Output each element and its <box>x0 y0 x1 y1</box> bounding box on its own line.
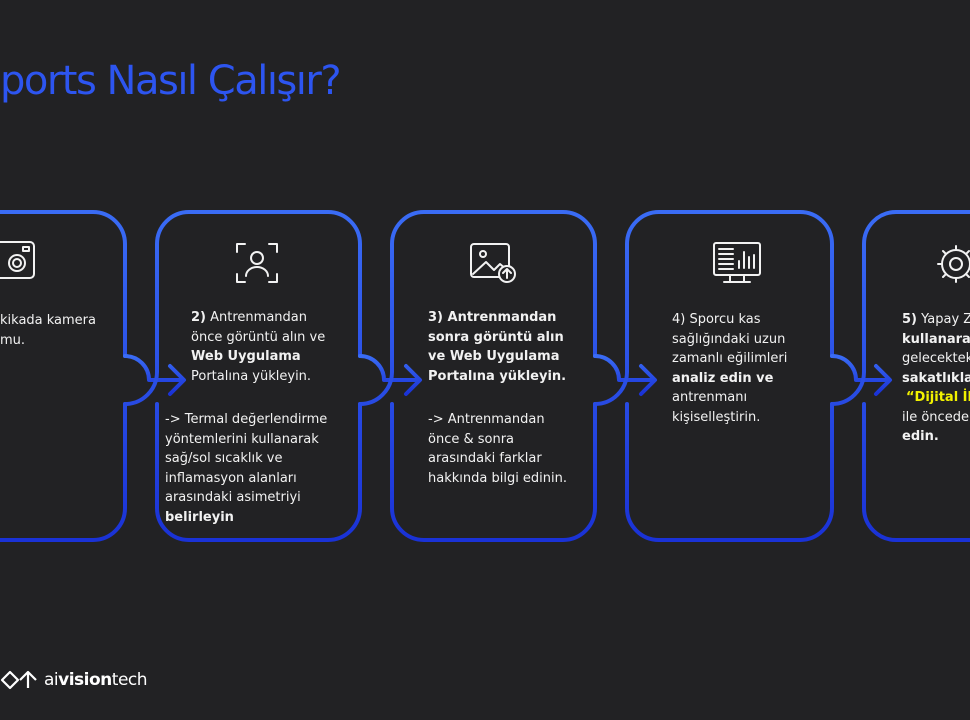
card-5-line-4: sakatlıkları <box>902 370 970 386</box>
person-scan-icon <box>236 243 278 283</box>
arrow-4 <box>830 354 892 396</box>
card-5-text: 5) Yapay Ze kullanarak gelecekteki sakat… <box>902 310 970 447</box>
card-5-line-3: gelecekteki <box>902 351 970 366</box>
card-3-line-2: sonra görüntü alın <box>428 329 564 345</box>
logo-name: vision <box>58 670 112 690</box>
card-3-border <box>358 210 597 542</box>
arrow-1 <box>123 354 186 396</box>
card-5-line-1: Yapay Ze <box>921 312 970 327</box>
card-5-number: 5) <box>902 312 917 327</box>
card-3-text: 3) Antrenmandan sonra görüntü alın ve We… <box>428 308 566 386</box>
arrow-3 <box>593 354 657 396</box>
slide-title: ports Nasıl Çalışır? <box>0 58 342 104</box>
card-2-number: 2) <box>191 310 206 325</box>
card-2-detail-4: inflamasyon alanları <box>165 470 297 486</box>
arrow-2 <box>358 354 422 396</box>
card-2-line-3: Web Uygulama <box>191 349 301 364</box>
card-3-line-3: ve Web Uygulama <box>428 349 560 364</box>
card-2-detail: -> Termal değerlendirme yöntemlerini kul… <box>165 410 327 527</box>
card-5-line-5: “Dijital İk <box>906 390 970 405</box>
card-2-detail-3: sağ/sol sıcaklık ve <box>165 451 283 466</box>
logo-text: aivisiontech <box>44 670 148 690</box>
card-2-detail-1: -> Termal değerlendirme <box>165 412 328 427</box>
card-4-line-3: zamanlı eğilimleri <box>672 351 788 366</box>
card-5-line-2: kullanarak <box>902 331 970 347</box>
card-4-line-4: analiz edin ve <box>672 370 774 386</box>
card-2-line-1: Antrenmandan <box>210 310 307 325</box>
card-3-line-4: Portalına yükleyin. <box>428 368 567 384</box>
card-2-detail-2: yöntemlerini kullanarak <box>165 431 319 447</box>
monitor-chart-icon <box>713 242 761 283</box>
card-3-detail-4: hakkında bilgi edinin. <box>428 470 568 486</box>
card-3-line-1: 3) Antrenmandan <box>428 310 557 325</box>
image-upload-icon <box>470 243 516 283</box>
card-4-line-2: sağlığındaki uzun <box>672 331 786 347</box>
logo-icon <box>0 670 37 690</box>
card-5-border <box>830 210 970 542</box>
card-1-line-1: kikada kamera <box>0 313 96 328</box>
card-4-text: 4) Sporcu kas sağlığındaki uzun zamanlı … <box>672 310 787 427</box>
camera-icon <box>0 241 35 279</box>
card-2-line-4: Portalına yükleyin. <box>191 368 312 384</box>
card-1-border <box>0 210 127 542</box>
card-2-detail-5: arasındaki asimetriyi <box>165 490 301 505</box>
logo-prefix: ai <box>44 670 59 690</box>
logo-suffix: tech <box>111 670 148 690</box>
ai-gear-icon <box>937 245 970 283</box>
card-5-line-6: ile öncede <box>902 409 969 425</box>
card-4-line-1: 4) Sporcu kas <box>672 312 761 327</box>
card-2-border <box>123 210 362 542</box>
card-3-detail-2: önce & sonra <box>428 431 515 447</box>
brand-logo: aivisiontech <box>0 668 148 692</box>
card-3-detail-3: arasındaki farklar <box>428 451 542 466</box>
card-3-detail: -> Antrenmandan önce & sonra arasındaki … <box>428 410 567 488</box>
card-4-line-5: antrenmanı <box>672 390 748 405</box>
card-2-text: 2) Antrenmandan önce görüntü alın ve Web… <box>191 308 325 386</box>
card-1-text: kikada kamera mu. <box>0 311 96 350</box>
card-5-line-7: edin. <box>902 429 939 444</box>
card-1-line-2: mu. <box>0 332 26 348</box>
card-2-detail-6: belirleyin <box>165 509 234 525</box>
card-3-detail-1: -> Antrenmandan <box>428 412 545 427</box>
card-4-border <box>593 210 834 542</box>
card-2-line-2: önce görüntü alın ve <box>191 329 326 345</box>
card-4-line-6: kişiselleştirin. <box>672 409 761 425</box>
